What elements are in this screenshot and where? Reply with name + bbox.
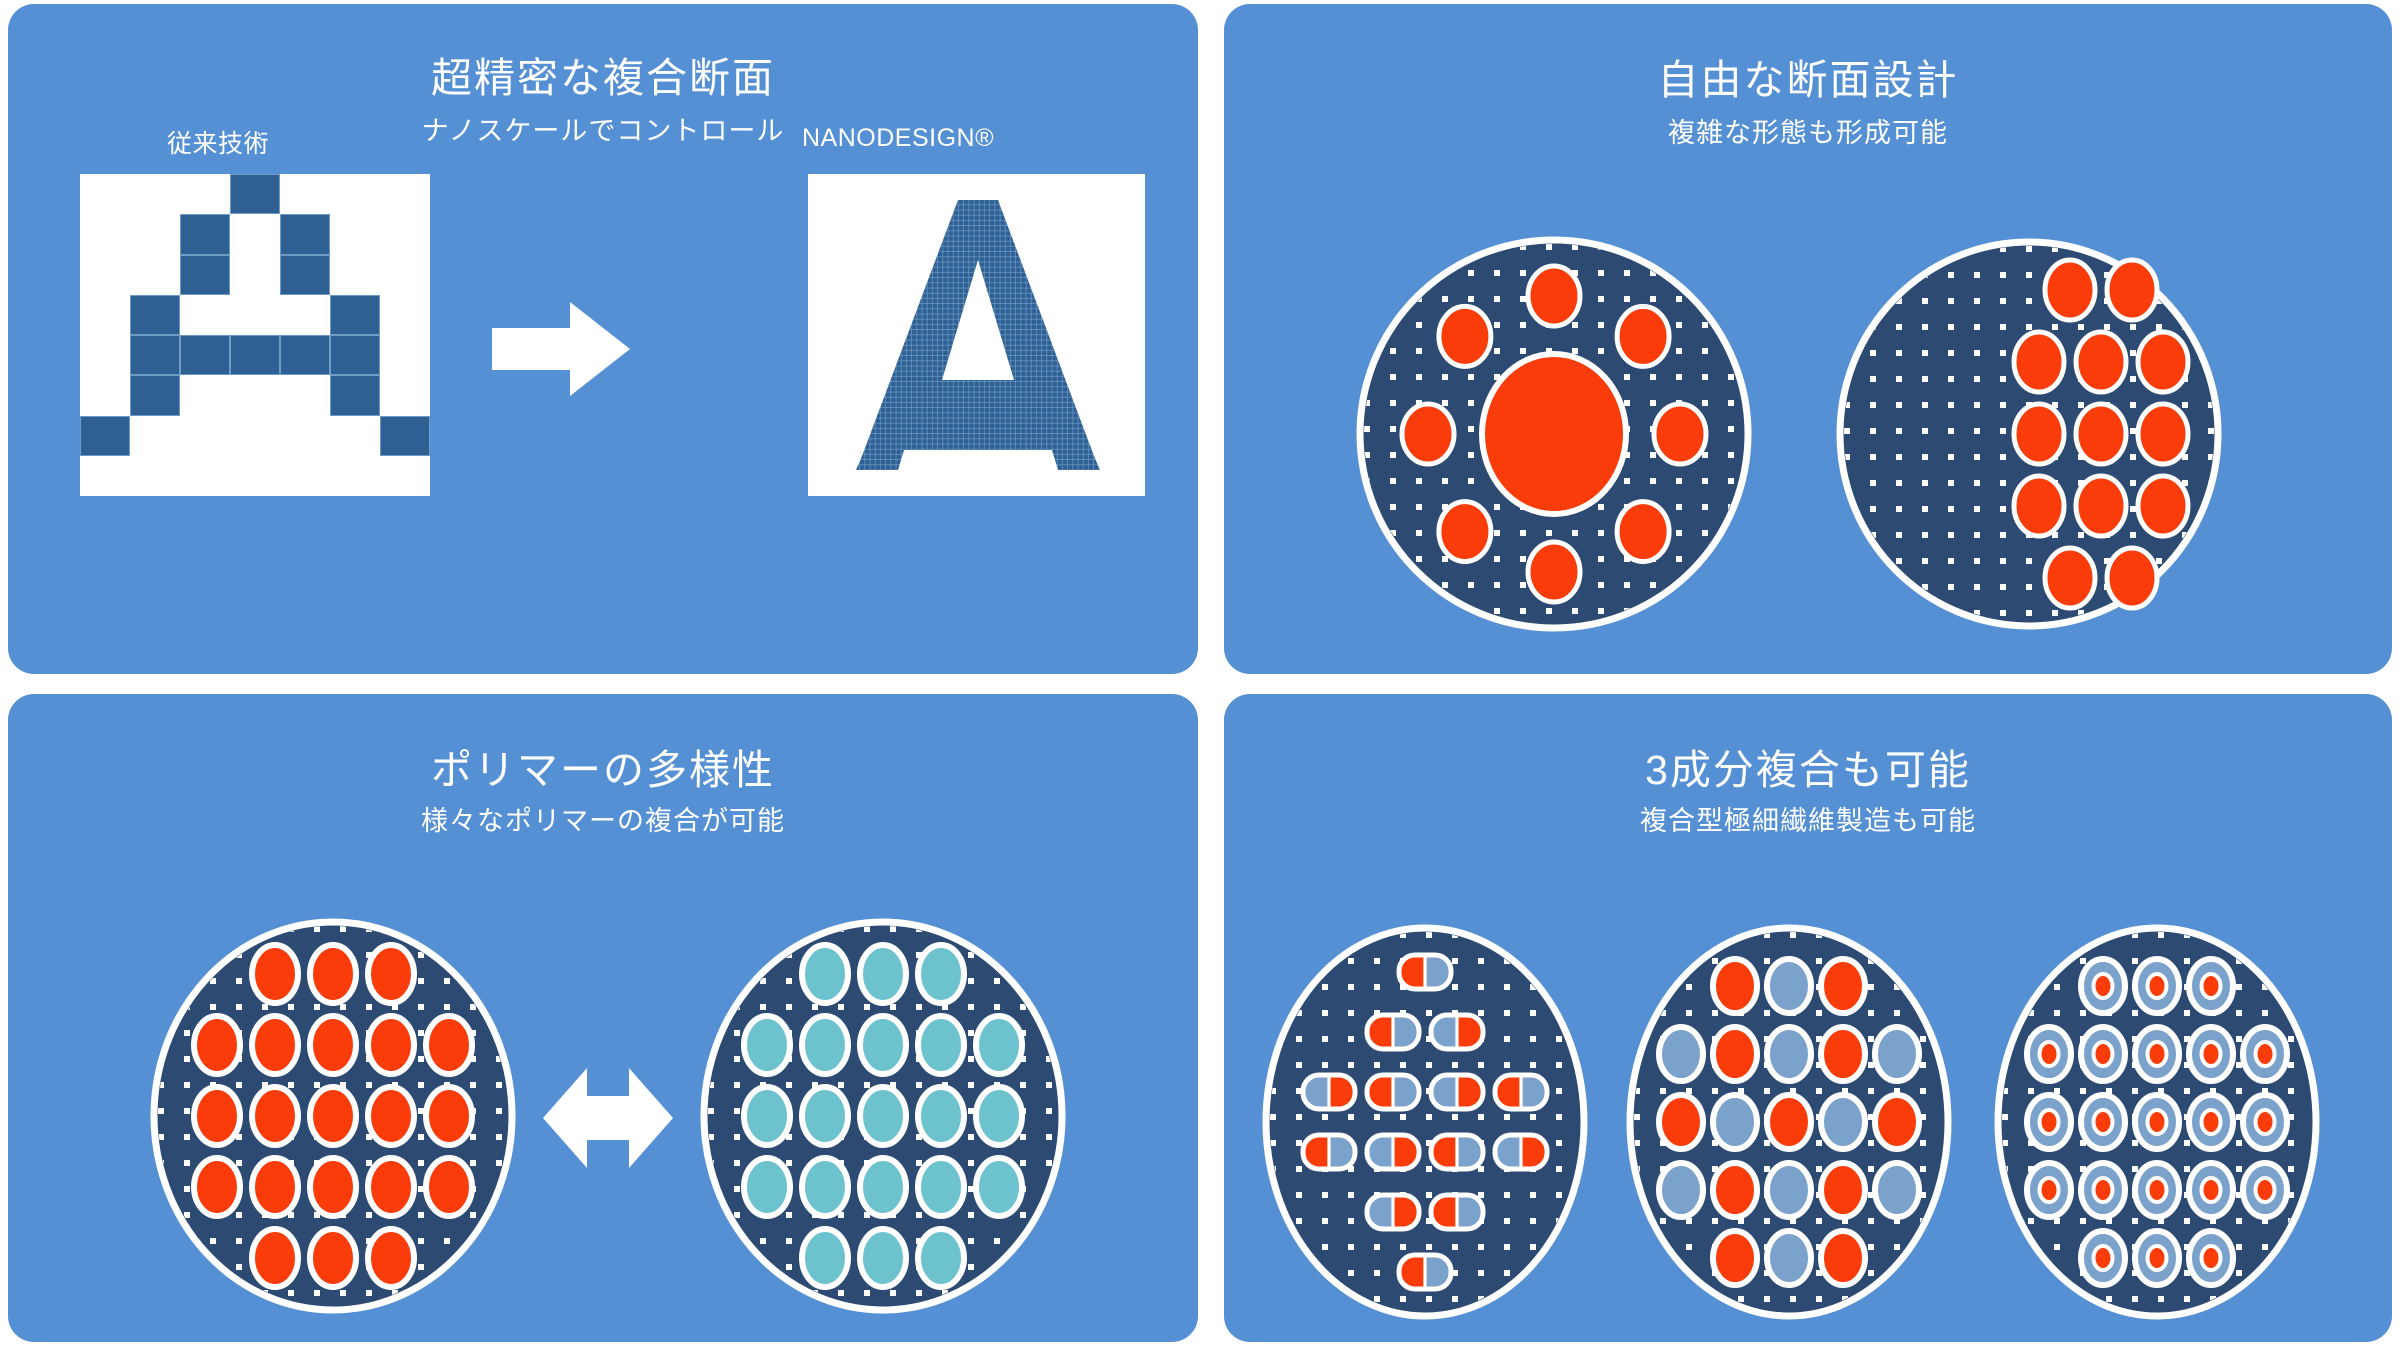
coarse-cell-empty xyxy=(380,335,430,375)
coarse-cell-empty xyxy=(380,174,430,214)
coarse-cell-filled xyxy=(130,375,180,416)
panel-subtitle: 様々なポリマーの複合が可能 xyxy=(421,806,785,836)
coarse-cell-empty xyxy=(80,456,130,496)
caption-conventional: 従来技術 xyxy=(166,130,269,158)
coarse-cell-filled xyxy=(80,415,130,456)
coarse-cell-empty xyxy=(130,174,180,214)
disc-teal-islands xyxy=(698,916,1068,1316)
coarse-cell-empty xyxy=(230,214,280,254)
coarse-cell-empty xyxy=(380,375,430,415)
coarse-cell-filled xyxy=(330,375,380,416)
coarse-cell-empty xyxy=(280,375,330,415)
coarse-cell-filled xyxy=(280,335,330,376)
coarse-cell-empty xyxy=(80,335,130,375)
coarse-cell-filled xyxy=(180,335,230,376)
coarse-cell-empty xyxy=(380,214,430,254)
coarse-cell-empty xyxy=(380,295,430,335)
nanodesign-cross-section-frame xyxy=(808,174,1145,496)
coarse-cell-empty xyxy=(230,456,280,496)
coarse-cell-empty xyxy=(280,416,330,456)
coarse-cell-empty xyxy=(80,214,130,254)
coarse-cell-empty xyxy=(180,174,230,214)
panel-ultra-precision-cross-section: 超精密な複合断面 ナノスケールでコントロール 従来技術 NANODESIGN® xyxy=(8,4,1198,674)
coarse-cell-empty xyxy=(180,375,230,415)
coarse-cell-filled xyxy=(130,294,180,335)
coarse-cell-empty xyxy=(130,255,180,295)
coarse-cell-empty xyxy=(230,255,280,295)
coarse-cell-empty xyxy=(230,375,280,415)
coarse-cell-filled xyxy=(280,254,330,295)
coarse-cell-empty xyxy=(230,295,280,335)
coarse-cell-empty xyxy=(130,214,180,254)
coarse-cell-empty xyxy=(330,174,380,214)
coarse-cell-empty xyxy=(180,295,230,335)
panel-title: ポリマーの多様性 xyxy=(431,747,775,794)
panel-free-cross-section-design: 自由な断面設計 複雑な形態も形成可能 xyxy=(1224,4,2392,674)
coarse-cell-empty xyxy=(330,416,380,456)
coarse-cell-empty xyxy=(180,416,230,456)
coarse-cell-empty xyxy=(80,174,130,214)
coarse-cell-filled xyxy=(330,335,380,376)
coarse-cell-empty xyxy=(80,295,130,335)
coarse-cell-filled xyxy=(330,294,380,335)
coarse-cell-empty xyxy=(280,174,330,214)
disc-clustered-islands xyxy=(1834,236,2224,632)
coarse-cell-filled xyxy=(380,415,430,456)
double-arrow-icon xyxy=(543,1064,673,1177)
disc-orange-islands xyxy=(148,916,518,1316)
coarse-cell-filled xyxy=(230,335,280,376)
coarse-cell-empty xyxy=(330,456,380,496)
comparison-stage: 従来技術 NANODESIGN® xyxy=(8,124,1198,674)
panel-three-component-composite: 3成分複合も可能 複合型極細繊維製造も可能 xyxy=(1224,694,2392,1342)
panel-title: 3成分複合も可能 xyxy=(1645,747,1971,794)
coarse-pixel-letter-a xyxy=(80,174,430,496)
coarse-cell-empty xyxy=(80,375,130,415)
coarse-cell-filled xyxy=(180,214,230,255)
coarse-cell-filled xyxy=(180,254,230,295)
panel-title: 自由な断面設計 xyxy=(1657,57,1959,104)
caption-nanodesign: NANODESIGN® xyxy=(802,124,994,152)
panel-subtitle: ナノスケールでコントロール xyxy=(421,116,785,146)
coarse-cell-empty xyxy=(330,214,380,254)
disc-side-by-side-capsules xyxy=(1260,922,1590,1322)
panel-title: 超精密な複合断面 xyxy=(431,55,775,102)
panel-polymer-variety: ポリマーの多様性 様々なポリマーの複合が可能 xyxy=(8,694,1198,1342)
conventional-cross-section-frame xyxy=(80,174,430,496)
coarse-cell-empty xyxy=(130,456,180,496)
disc-core-sheath-islands xyxy=(1992,922,2322,1322)
coarse-cell-filled xyxy=(280,214,330,255)
coarse-cell-empty xyxy=(80,255,130,295)
disc-alternating-round-islands xyxy=(1624,922,1954,1322)
coarse-cell-empty xyxy=(180,456,230,496)
coarse-cell-empty xyxy=(280,456,330,496)
disc-ring-around-core xyxy=(1354,234,1754,634)
panel-subtitle: 複合型極細繊維製造も可能 xyxy=(1640,806,1976,836)
right-arrow-icon xyxy=(492,302,630,396)
coarse-cell-empty xyxy=(280,295,330,335)
panel-subtitle: 複雑な形態も形成可能 xyxy=(1668,118,1948,148)
coarse-cell-empty xyxy=(330,255,380,295)
coarse-cell-empty xyxy=(230,416,280,456)
coarse-cell-empty xyxy=(380,456,430,496)
fine-pixel-letter-a xyxy=(808,174,1145,496)
coarse-cell-empty xyxy=(130,416,180,456)
coarse-cell-empty xyxy=(380,255,430,295)
coarse-cell-filled xyxy=(230,174,280,215)
coarse-cell-filled xyxy=(130,335,180,376)
